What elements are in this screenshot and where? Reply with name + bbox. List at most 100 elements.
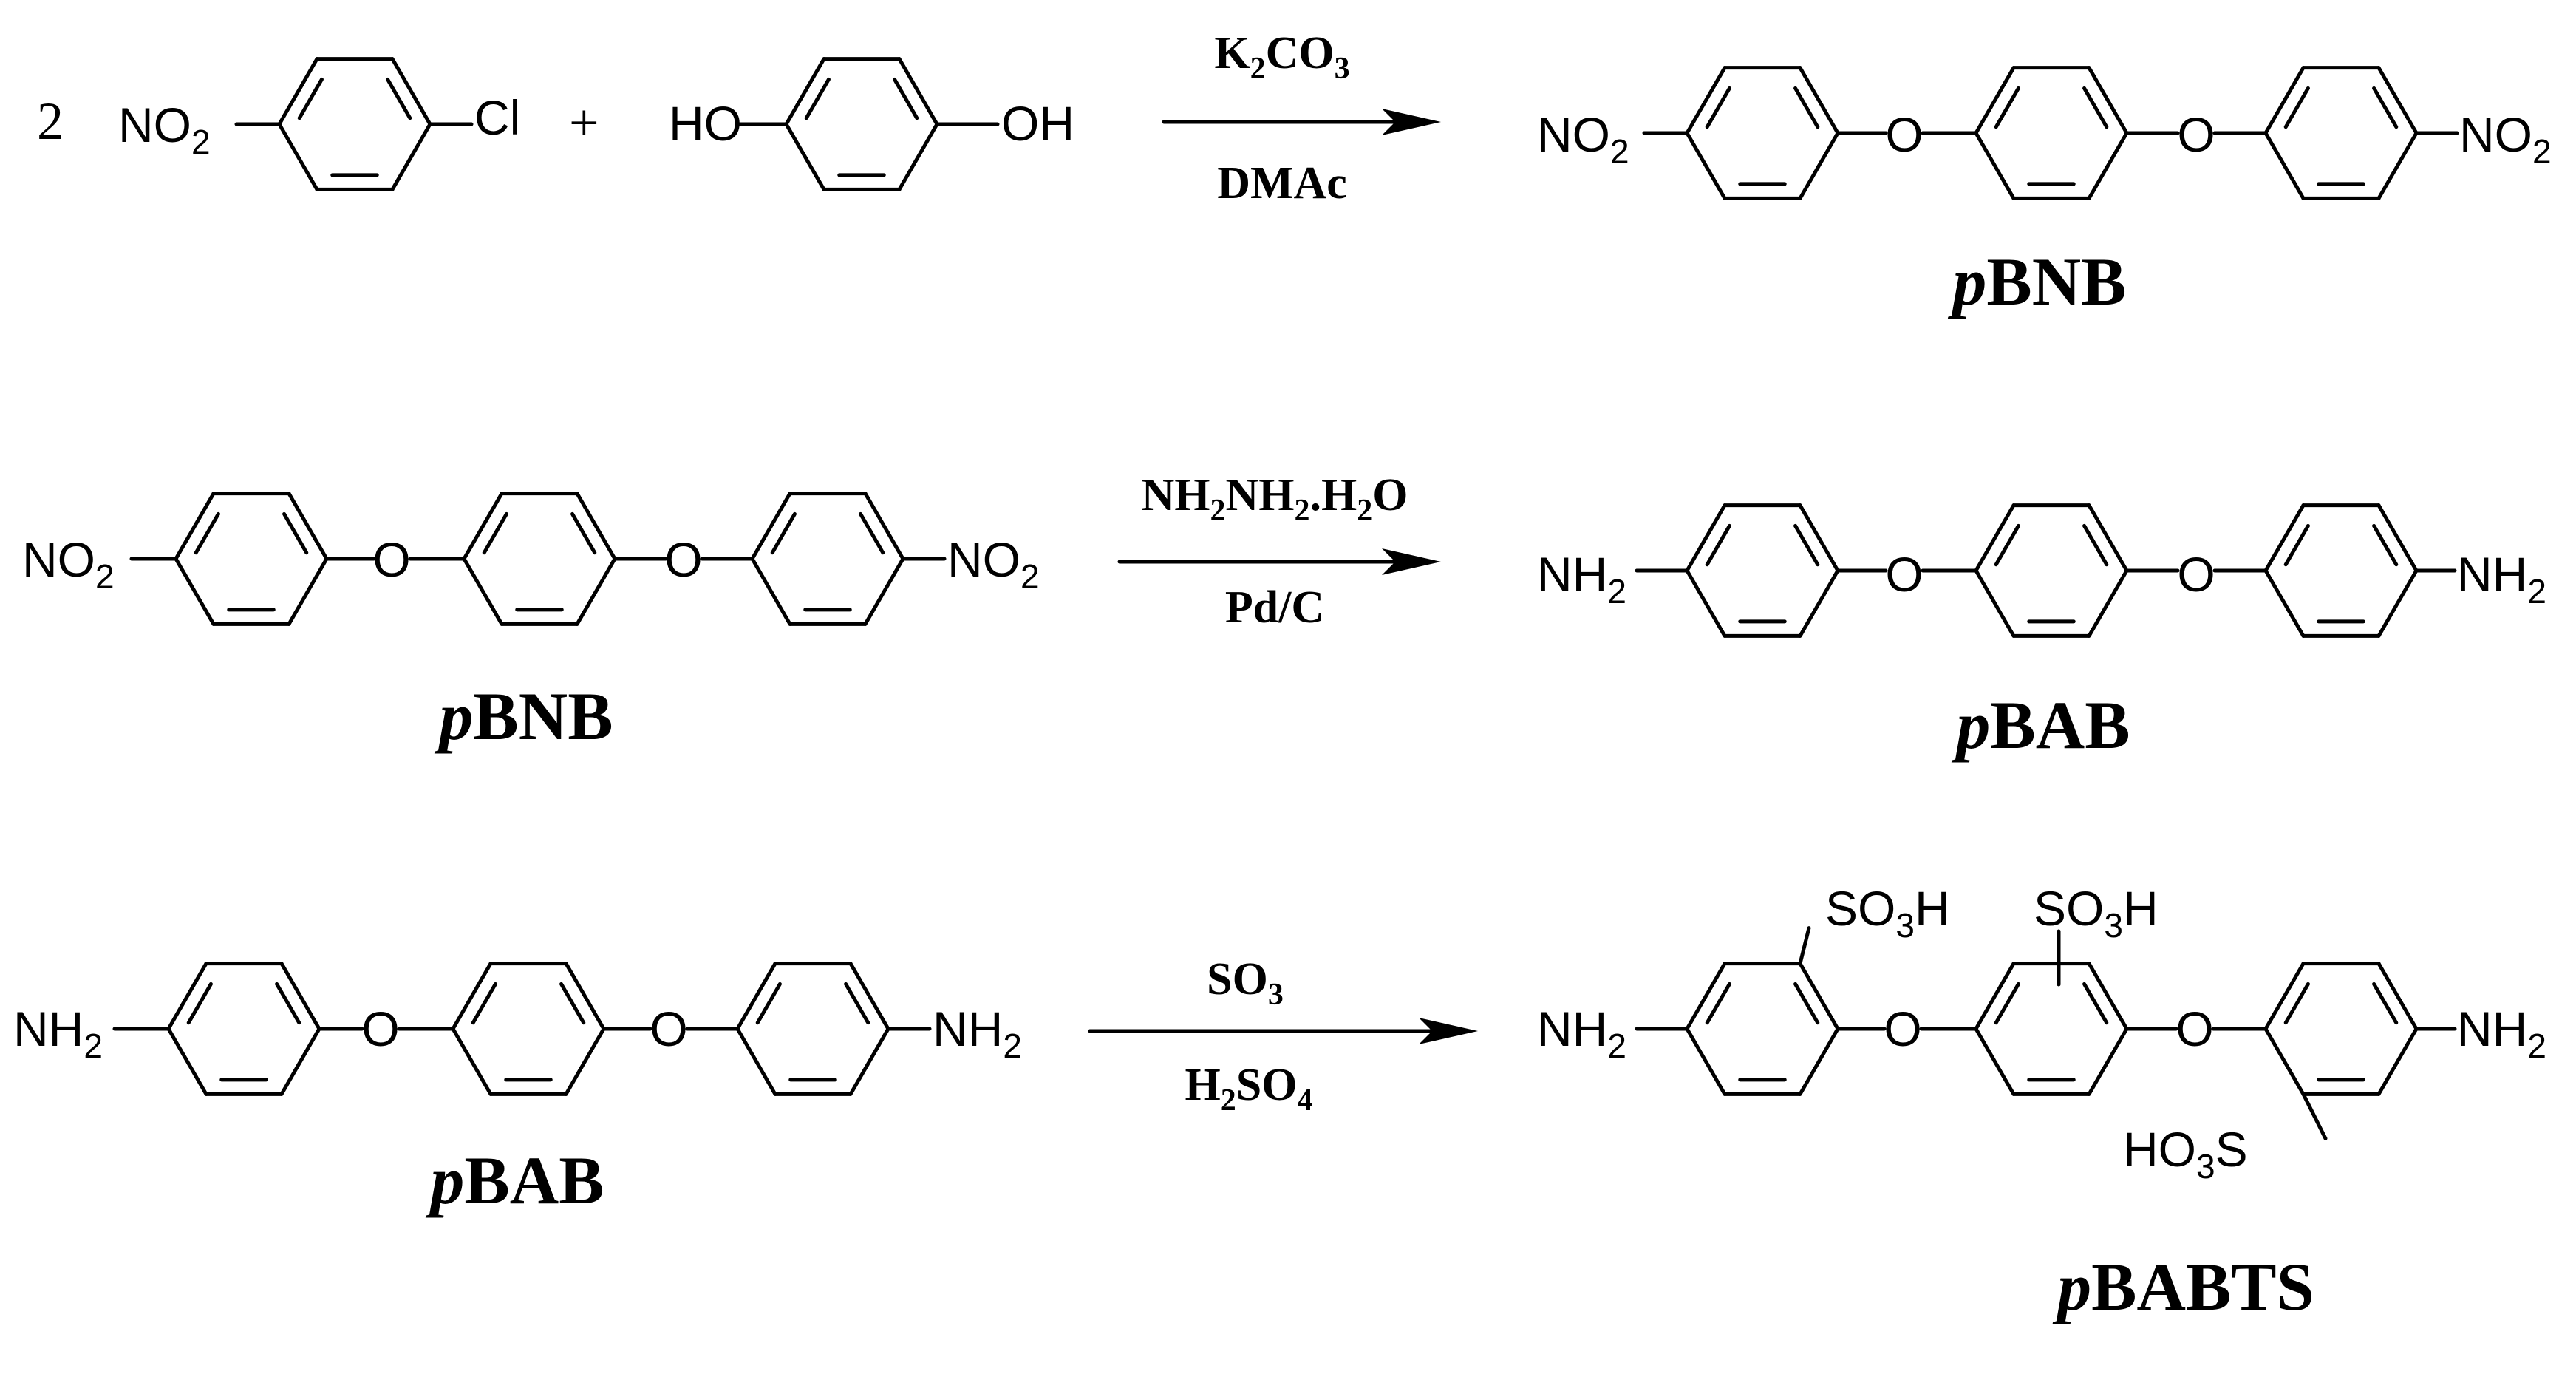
ring-r4c-edge	[735, 1027, 777, 1096]
product-pbabts: NH2 O O NH2 SO3H SO3H HO3S	[1537, 881, 2546, 1186]
ring-r1-edge	[277, 57, 319, 126]
reagent-above-arrow-3: SO3	[1207, 954, 1284, 1012]
step-2: NO2 O O NO2 pBNB NH2NH2.H2O Pd/C NH2 O O…	[22, 470, 2546, 763]
ring-r3b-double-bond	[482, 511, 508, 555]
ring-r3b-edge	[462, 492, 504, 561]
ring-p2b-edge	[1974, 503, 2016, 573]
ring-r1-edge	[390, 57, 432, 126]
ring-p2b-double-bond	[1994, 523, 2020, 567]
ring-r3a-edge	[174, 557, 216, 626]
ring-r1-double-bond	[386, 77, 412, 120]
ether-oxygen-2: O	[2177, 547, 2215, 602]
ring-r2-edge	[784, 57, 826, 126]
reagent-above-arrow-2: NH2NH2.H2O	[1142, 470, 1408, 528]
ring-p3a-edge	[1798, 1027, 1840, 1096]
ring-r4b-edge	[564, 1027, 606, 1096]
ring-p1b-edge	[2087, 131, 2129, 200]
ring-p1a-edge	[1685, 131, 1727, 200]
ring-r4a-edge	[279, 1027, 321, 1096]
reactant-pbab: NH2 O O NH2	[13, 1001, 1022, 1065]
ring-p3c-edge	[2263, 962, 2306, 1031]
ring-r3c-double-bond	[859, 511, 885, 555]
step-1: 2 NO2 Cl + HO OH K2CO3 DMAc NO2 O O NO2 …	[37, 28, 2552, 319]
arrow-2-head	[1382, 548, 1441, 575]
amino-group-left: NH2	[1537, 1001, 1626, 1065]
ring-p2c-double-bond	[2283, 523, 2310, 567]
ring-p3b-edge	[1974, 962, 2016, 1031]
ring-p1a-double-bond	[1793, 86, 1820, 129]
ring-r2-edge	[897, 57, 939, 126]
amino-group-right: NH2	[933, 1001, 1022, 1065]
ring-r2-edge	[897, 122, 939, 191]
ring-r3b-edge	[575, 557, 617, 626]
ether-oxygen-2: O	[664, 532, 702, 587]
nitro-group-left: NO2	[22, 532, 115, 596]
amino-group-left: NH2	[13, 1001, 103, 1065]
ring-p2b-edge	[2087, 568, 2129, 638]
plus-sign: +	[569, 93, 599, 152]
arrow-1-head	[1382, 109, 1441, 135]
ring-p1c-edge	[2376, 66, 2419, 135]
ring-p2a-edge	[1685, 503, 1727, 573]
ring-r4c-double-bond	[844, 982, 870, 1025]
ring-r3c-edge	[863, 492, 905, 561]
ring-r4a-edge	[166, 1027, 208, 1096]
ring-r4c-double-bond	[755, 982, 782, 1025]
ring-r3a-edge	[174, 492, 216, 561]
ring-p1b-edge	[1974, 66, 2016, 135]
ether-oxygen-1: O	[372, 532, 410, 587]
ring-r1-double-bond	[297, 77, 324, 120]
ring-r3c-edge	[750, 492, 792, 561]
nitro-group: NO2	[118, 98, 211, 161]
amino-group-left: NH2	[1537, 547, 1626, 611]
ring-r2-double-bond	[804, 77, 831, 120]
ring-p1a-edge	[1798, 131, 1840, 200]
nitro-group-right: NO2	[2459, 107, 2552, 171]
reagent-below-arrow-3: H2SO4	[1185, 1060, 1313, 1118]
ring-p1b-double-bond	[1994, 86, 2020, 129]
ring-r3a-edge	[287, 492, 329, 561]
bond-layer	[112, 57, 2459, 1140]
label-pbabts: pBABTS	[2052, 1249, 2314, 1324]
ring-p1c-edge	[2376, 131, 2419, 200]
ring-p1b-edge	[2087, 66, 2129, 135]
ring-p3c-double-bond	[2372, 982, 2399, 1025]
ring-r3c-double-bond	[770, 511, 797, 555]
coefficient: 2	[37, 92, 64, 151]
ring-p1a-edge	[1685, 66, 1727, 135]
ring-p2a-double-bond	[1705, 523, 1731, 567]
ring-r4a-edge	[279, 962, 321, 1031]
ring-p2c-double-bond	[2372, 523, 2399, 567]
ring-p3b-double-bond	[2082, 982, 2109, 1025]
label-pbab-2: pBAB	[425, 1143, 604, 1218]
ether-oxygen-2: O	[2177, 107, 2215, 162]
ring-r3b-double-bond	[570, 511, 597, 555]
ring-r2-edge	[784, 122, 826, 191]
ring-r3a-double-bond	[282, 511, 309, 555]
ring-p1c-edge	[2263, 66, 2306, 135]
reactant-hydroquinone: HO OH	[669, 96, 1074, 151]
amino-group-right: NH2	[2457, 547, 2546, 611]
ring-p3b-edge	[2087, 962, 2129, 1031]
ring-r3c-edge	[863, 557, 905, 626]
ring-r3a-edge	[287, 557, 329, 626]
ring-r4a-double-bond	[186, 982, 213, 1025]
hydroxyl-group-right: OH	[1001, 96, 1074, 151]
ring-r3c-edge	[750, 557, 792, 626]
ring-r1-edge	[277, 122, 319, 191]
ring-p2a-double-bond	[1793, 523, 1820, 567]
ring-p2b-double-bond	[2082, 523, 2109, 567]
ring-p2b-edge	[2087, 503, 2129, 573]
ring-p3a-edge	[1798, 962, 1840, 1031]
bond-sulfonic-3	[2301, 1092, 2328, 1140]
ether-oxygen-2: O	[2175, 1001, 2213, 1056]
ring-p2c-edge	[2263, 503, 2306, 573]
ring-p2c-edge	[2376, 568, 2419, 638]
ring-p1a-double-bond	[1705, 86, 1731, 129]
ring-p1c-edge	[2263, 131, 2306, 200]
sulfonic-acid-group-2: SO3H	[2034, 881, 2158, 945]
ring-r4a-double-bond	[275, 982, 301, 1025]
ring-r3b-edge	[462, 557, 504, 626]
ring-r4b-edge	[564, 962, 606, 1031]
ring-p3a-double-bond	[1793, 982, 1820, 1025]
